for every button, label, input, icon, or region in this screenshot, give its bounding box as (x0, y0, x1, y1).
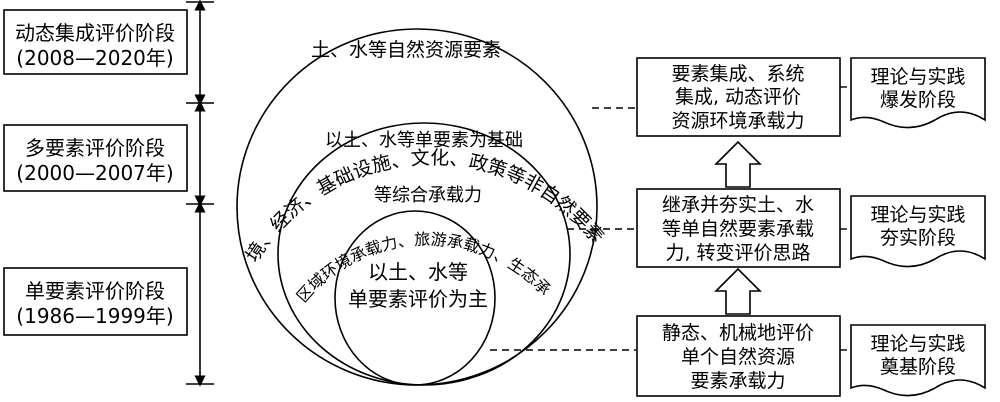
feature-box-single: 静态、机械地评价 单个自然资源 要素承载力 (636, 315, 841, 397)
phase-box-foundation: 理论与实践 奠基阶段 (850, 324, 986, 397)
stage-box-single: 单要素评价阶段 (1986—1999年) (3, 267, 188, 336)
feature-box-multi: 继承并夯实土、水 等单自然要素承载 力, 转变评价思路 (636, 188, 841, 268)
inner-circle-line2: 单要素评价为主 (348, 287, 488, 311)
feature-single-line2: 单个自然资源 (681, 346, 795, 368)
phase-foundation-line2: 奠基阶段 (880, 356, 956, 378)
phase-burst-line1: 理论与实践 (870, 66, 965, 88)
phase-box-foundation-frame (850, 324, 986, 397)
feature-dynamic-line3: 资源环境承载力 (671, 110, 804, 132)
feature-multi-line1: 继承并夯实土、水 (662, 194, 814, 216)
middle-circle-line3: 等综合承载力 (374, 185, 482, 206)
stage-period-single: (1986—1999年) (16, 304, 173, 328)
up-arrow-upper (714, 140, 762, 188)
middle-circle-line1: 以土、水等单要素为基础 (325, 130, 523, 151)
phase-box-consolidate: 理论与实践 夯实阶段 (850, 195, 986, 268)
phase-consolidate-line1: 理论与实践 (870, 204, 965, 226)
stage-box-dynamic: 动态集成评价阶段 (2008—2020年) (3, 9, 188, 75)
stage-period-dynamic: (2008—2020年) (16, 46, 173, 70)
feature-single-line3: 要素承载力 (690, 370, 785, 392)
feature-box-single-frame (636, 315, 841, 397)
phase-box-consolidate-frame (850, 195, 986, 268)
stage-label-multi: 多要素评价阶段 (25, 136, 165, 160)
stage-box-dynamic-frame (3, 9, 188, 75)
inner-circle-line1: 以土、水等 (368, 260, 468, 284)
feature-multi-line2: 等单自然要素承载 (662, 218, 814, 240)
phase-foundation-line1: 理论与实践 (870, 333, 965, 355)
inner-circle (334, 210, 496, 386)
stage-box-multi-frame (3, 124, 188, 192)
outer-circle-top-text: 土、水等自然资源要素 (311, 39, 501, 61)
stage-box-single-frame (3, 267, 188, 336)
connectors (490, 86, 850, 351)
stage-label-dynamic: 动态集成评价阶段 (15, 21, 175, 45)
feature-single-line1: 静态、机械地评价 (662, 322, 814, 344)
feature-dynamic-line1: 要素集成、系统 (671, 63, 804, 85)
phase-box-burst-frame (850, 57, 986, 129)
timeline (186, 0, 214, 387)
stage-label-single: 单要素评价阶段 (25, 279, 165, 303)
up-arrow-lower (714, 267, 762, 315)
feature-box-multi-frame (636, 188, 841, 268)
feature-box-dynamic-frame (636, 57, 841, 137)
phase-box-burst: 理论与实践 爆发阶段 (850, 57, 986, 129)
phase-consolidate-line2: 夯实阶段 (880, 227, 956, 249)
feature-multi-line3: 力, 转变评价思路 (665, 242, 810, 264)
feature-dynamic-line2: 集成, 动态评价 (675, 86, 801, 108)
stage-period-multi: (2000—2007年) (16, 161, 173, 185)
phase-burst-line2: 爆发阶段 (880, 89, 956, 111)
stage-box-multi: 多要素评价阶段 (2000—2007年) (3, 124, 188, 192)
feature-box-dynamic: 要素集成、系统 集成, 动态评价 资源环境承载力 (636, 57, 841, 137)
